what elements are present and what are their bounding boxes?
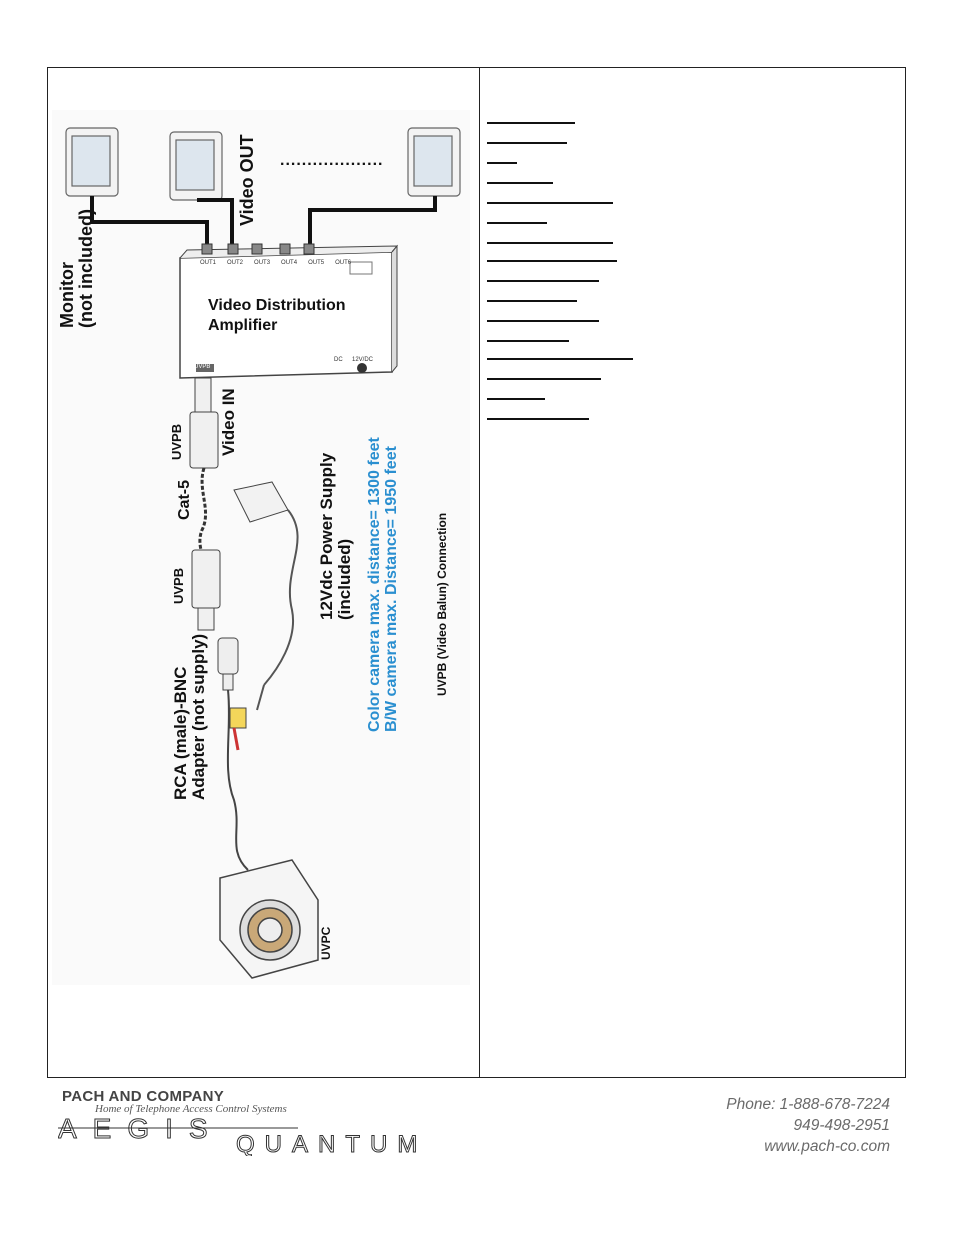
rule-9 [487,280,599,282]
contact-info: Phone: 1-888-678-7224 949-498-2951 www.p… [726,1094,890,1157]
rule-16 [487,418,589,420]
uvpb-bottom-label: UVPB [171,567,186,604]
rule-6 [487,222,547,224]
port-label-2: OUT2 [227,260,244,266]
video-in-label: Video IN [219,388,238,456]
diagram-caption: UVPB (Video Balun) Connection [435,512,449,696]
rule-14 [487,378,601,380]
uvpb-top-label: UVPB [169,423,184,460]
logo-quantum: QUANTUM [236,1131,427,1156]
rule-8 [487,260,617,262]
rule-7 [487,242,613,244]
port-label-4: OUT4 [281,260,298,266]
rule-1 [487,122,575,124]
phone-primary: Phone: 1-888-678-7224 [726,1096,890,1113]
monitor-2 [169,131,223,201]
power-supply-label: 12Vdc Power Supply (included) [317,452,355,620]
port-label-5: OUT5 [308,260,325,266]
phone-secondary: 949-498-2951 [793,1117,890,1134]
monitor-1 [65,127,119,197]
amp-in-port-label: UVPB [194,364,211,370]
rule-4 [487,182,553,184]
rule-3 [487,162,517,164]
diagram-illustration [52,110,470,985]
amp-port-labels: OUT1 OUT2 OUT3 OUT4 OUT5 OUT6 [200,260,351,266]
rule-10 [487,300,577,302]
port-label-1: OUT1 [200,260,217,266]
uvpb-bottom-device [191,549,221,631]
aegis-quantum-logo: AEGIS QUANTUM [58,1116,427,1156]
rca-adapter [217,637,239,691]
uvpc-label: UVPC [319,926,333,960]
monitor-3 [407,127,461,197]
distance-note: Color camera max. distance= 1300 feet B/… [366,437,401,732]
cat5-label: Cat-5 [176,479,193,520]
rca-adapter-label: RCA (male)-BNC Adapter (not supply) [171,633,209,800]
rule-15 [487,398,545,400]
rule-13 [487,358,633,360]
column-divider [479,67,480,1078]
camera-uvpc [219,859,319,979]
amplifier-label: Video Distribution Amplifier [208,297,346,334]
company-name: PACH AND COMPANY [62,1088,225,1105]
logo-aegis: AEGIS [58,1116,224,1144]
amp-power-label: 12V/DC [352,357,374,363]
power-supply [233,481,299,711]
company-tagline: Home of Telephone Access Control Systems [95,1103,287,1115]
connection-diagram: Monitor (not included) Video OUT .......… [52,110,470,985]
monitor-label: Monitor (not included) [57,209,97,328]
amp-dc-label: DC [334,357,343,363]
video-out-label: Video OUT [237,134,257,226]
rule-2 [487,142,567,144]
more-monitors-dots: ................... [280,152,384,169]
rule-11 [487,320,599,322]
port-label-3: OUT3 [254,260,271,266]
document-frame [47,67,906,1078]
rule-5 [487,202,613,204]
website[interactable]: www.pach-co.com [764,1138,890,1155]
uvpb-top-device [189,377,219,469]
rule-12 [487,340,569,342]
port-label-6: OUT6 [335,260,352,266]
